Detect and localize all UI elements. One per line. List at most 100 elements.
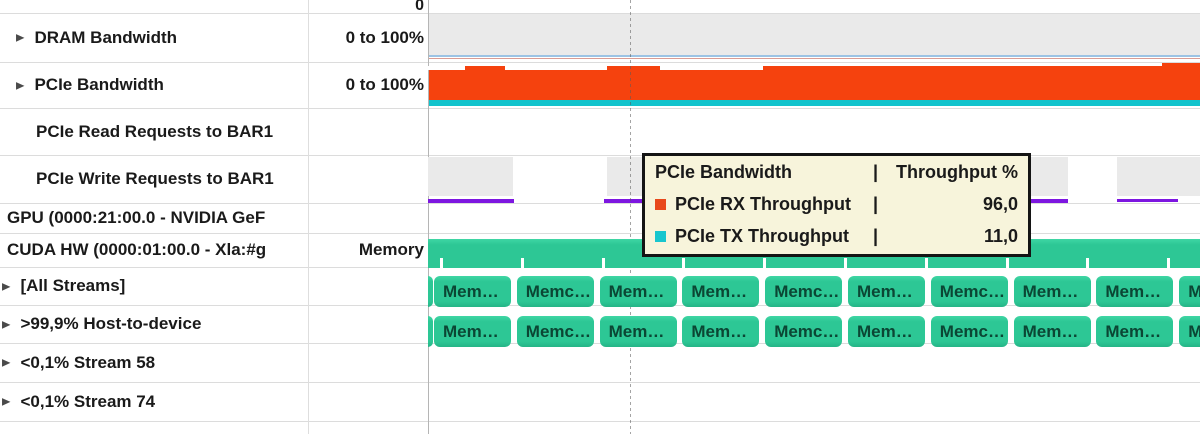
memcpy-block[interactable]: Mem… [1179, 316, 1200, 347]
bar1-write-region [1117, 157, 1200, 196]
memcpy-block[interactable]: Memc… [930, 316, 1008, 347]
pcie-bandwidth-tooltip: PCIe Bandwidth | Throughput % PCIe RX Th… [642, 153, 1031, 257]
row-separator [0, 421, 1200, 422]
memcpy-block[interactable]: Memc… [930, 276, 1008, 307]
bar-segment-notch [682, 258, 686, 268]
memcpy-block[interactable]: Mem… [434, 276, 511, 307]
memcpy-block[interactable]: Memc… [765, 316, 843, 347]
memcpy-block[interactable]: Mem… [682, 316, 760, 347]
tx-color-swatch-icon [655, 231, 666, 242]
pcie-rx-step [428, 66, 465, 70]
pcie-tx-throughput-band [429, 100, 1200, 106]
expand-arrow-icon[interactable]: ▶ [2, 281, 11, 292]
tooltip-row-value: 96,0 [982, 194, 1018, 214]
all-streams-memcpy-row: Mem…Memc…Mem…Mem…Memc…Mem…Memc…Mem…Mem…M… [428, 276, 1200, 307]
row-label: <0,1% Stream 58 [20, 352, 156, 372]
dram-write-line [429, 58, 1200, 59]
bar1-write-region [428, 157, 513, 196]
memcpy-block[interactable]: Mem… [1179, 276, 1200, 307]
tooltip-separator: | [873, 226, 879, 246]
bar1-write-line [1117, 199, 1178, 202]
row-label: [All Streams] [20, 276, 126, 295]
sidebar-row-all-streams[interactable]: ▶ [All Streams] [0, 267, 309, 305]
tooltip-row-value: 11,0 [983, 226, 1018, 246]
dram-bandwidth-area [429, 14, 1200, 56]
sidebar-row-dram-bandwidth[interactable]: ▶ DRAM Bandwidth [0, 13, 323, 62]
bar-segment-notch [1005, 258, 1009, 268]
memcpy-block[interactable] [428, 316, 433, 347]
tooltip-separator: | [873, 162, 879, 182]
bar-segment-notch [844, 258, 847, 268]
timeline-left-divider [428, 0, 429, 434]
expand-arrow-icon[interactable]: ▶ [2, 357, 11, 369]
sidebar-row-host-to-device[interactable]: ▶ >99,9% Host-to-device [0, 305, 309, 343]
sidebar-row-pcie-bandwidth[interactable]: ▶ PCIe Bandwidth [0, 62, 323, 108]
bar-segment-notch [1167, 258, 1171, 268]
memcpy-block[interactable]: Mem… [682, 276, 760, 307]
row-separator [0, 382, 1200, 383]
row-separator [0, 62, 1200, 63]
memcpy-block[interactable]: Mem… [599, 316, 677, 347]
bar-segment-notch [1086, 258, 1090, 268]
dram-read-line [429, 55, 1200, 57]
scale-tick-zero: 0 [415, 0, 424, 14]
rx-color-swatch-icon [655, 199, 666, 210]
sidebar-row-cuda-hw[interactable]: CUDA HW (0000:01:00.0 - Xla:#g [0, 233, 314, 267]
row-label: PCIe Bandwidth [34, 75, 164, 94]
memcpy-block[interactable]: Memc… [516, 316, 594, 347]
tooltip-row-label: PCIe TX Throughput [675, 226, 849, 246]
row-label: CUDA HW (0000:01:00.0 - Xla:#g [7, 240, 267, 259]
expand-arrow-icon[interactable]: ▶ [16, 80, 25, 91]
row-separator [0, 155, 1200, 156]
expand-arrow-icon[interactable]: ▶ [2, 396, 11, 408]
row-separator [0, 13, 1200, 14]
memcpy-block[interactable]: Mem… [1096, 276, 1174, 307]
bar-segment-notch [520, 258, 524, 268]
memcpy-block[interactable]: Mem… [599, 276, 677, 307]
row-separator [0, 203, 1200, 204]
memcpy-block[interactable]: Mem… [1013, 276, 1091, 307]
row-label: >99,9% Host-to-device [20, 314, 202, 333]
bar-segment-notch [924, 258, 928, 268]
row-label: GPU (0000:21:00.0 - NVIDIA GeF [7, 208, 266, 227]
memcpy-block[interactable]: Mem… [434, 316, 511, 347]
scale-range-pcie: 0 to 100% [345, 75, 424, 94]
scale-label-memory: Memory [358, 240, 424, 259]
sidebar-row-pcie-write-requests[interactable]: PCIe Write Requests to BAR1 [0, 155, 343, 203]
expand-arrow-icon[interactable]: ▶ [2, 319, 11, 330]
row-separator [0, 233, 1200, 234]
sidebar-row-stream-74[interactable]: ▶ <0,1% Stream 74 [0, 382, 309, 421]
bar-segment-notch [440, 258, 443, 268]
memcpy-block[interactable]: Mem… [1096, 316, 1174, 347]
scale-range-dram: 0 to 100% [345, 27, 424, 47]
memcpy-block[interactable]: Memc… [516, 276, 594, 307]
row-label: DRAM Bandwidth [34, 27, 178, 47]
memcpy-block[interactable]: Memc… [765, 276, 843, 307]
sidebar-row-gpu[interactable]: GPU (0000:21:00.0 - NVIDIA GeF [0, 203, 314, 233]
row-label: <0,1% Stream 74 [20, 391, 156, 411]
memcpy-block[interactable]: Mem… [1013, 316, 1091, 347]
memcpy-block[interactable] [428, 276, 433, 307]
sidebar-row-stream-58[interactable]: ▶ <0,1% Stream 58 [0, 343, 309, 382]
tooltip-header: PCIe Bandwidth | Throughput % [655, 162, 1018, 183]
pcie-rx-step [660, 66, 763, 70]
pcie-rx-throughput-area [429, 66, 1200, 100]
tooltip-title: PCIe Bandwidth [655, 162, 793, 182]
tooltip-value-header: Throughput % [896, 162, 1018, 182]
sidebar-row-pcie-read-requests[interactable]: PCIe Read Requests to BAR1 [0, 108, 343, 155]
host-to-device-memcpy-row: Mem…Memc…Mem…Mem…Memc…Mem…Memc…Mem…Mem…M… [428, 316, 1200, 347]
column-divider [308, 0, 309, 434]
row-separator [0, 305, 1200, 306]
pcie-rx-step [505, 66, 607, 70]
memcpy-block[interactable]: Mem… [848, 276, 925, 307]
bar1-write-line [428, 199, 514, 203]
tooltip-row-tx: PCIe TX Throughput | 11,0 [655, 226, 1018, 247]
row-label: PCIe Write Requests to BAR1 [36, 169, 274, 188]
memcpy-block[interactable]: Mem… [848, 316, 925, 347]
pcie-rx-step [1162, 63, 1200, 66]
bar-segment-notch [763, 258, 767, 268]
time-gridline [630, 0, 631, 434]
tooltip-row-label: PCIe RX Throughput [675, 194, 851, 214]
expand-arrow-icon[interactable]: ▶ [16, 32, 25, 44]
